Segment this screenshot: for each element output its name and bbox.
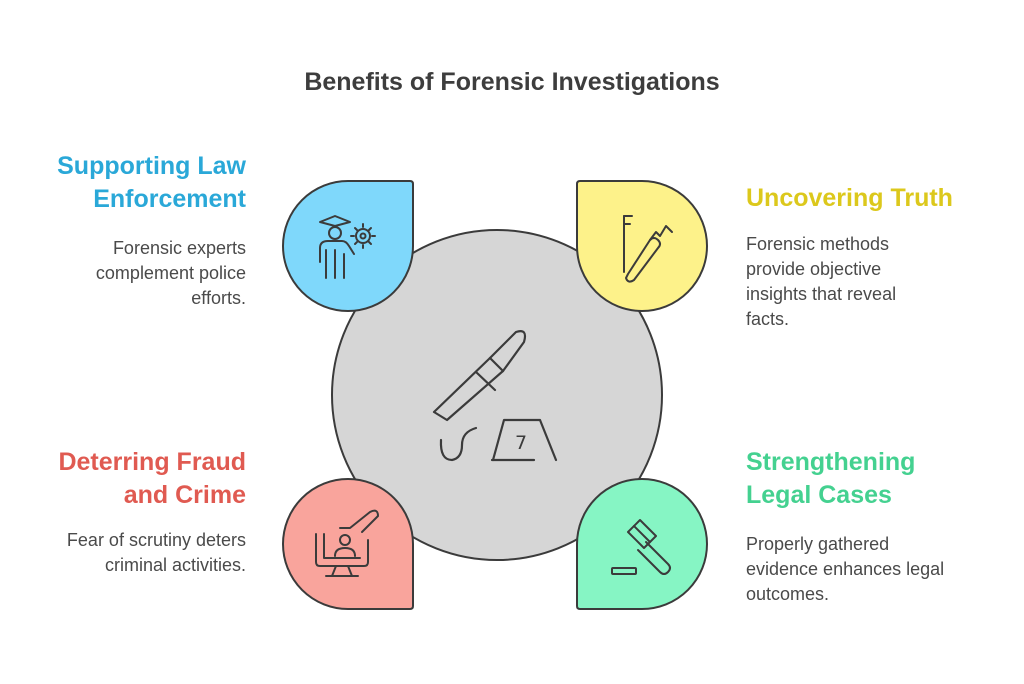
diagram-title: Benefits of Forensic Investigations — [304, 68, 720, 96]
description-line: Forensic methods — [746, 234, 890, 254]
description-line: complement police — [95, 263, 246, 283]
description-line: provide objective — [746, 259, 882, 279]
heading-line: and Crime — [123, 481, 246, 509]
monitor-surveillance-icon — [315, 509, 379, 577]
key-lock-pick-icon — [623, 215, 673, 283]
heading-line: Enforcement — [93, 185, 246, 213]
uncovering-truth-heading: Uncovering Truth — [746, 182, 953, 215]
deterring-fraud-heading: Deterring Fraud and Crime — [58, 446, 246, 512]
deterring-fraud-description: Fear of scrutiny deters criminal activit… — [67, 528, 246, 578]
evidence-marker-number: 7 — [515, 432, 527, 454]
heading-line: Supporting Law — [57, 152, 246, 180]
description-line: outcomes. — [746, 584, 830, 604]
description-line: Properly gathered — [746, 534, 890, 554]
law-enforcement-heading: Supporting Law Enforcement — [57, 150, 246, 216]
strengthening-legal-description: Properly gathered evidence enhances lega… — [746, 532, 944, 607]
description-line: criminal activities. — [104, 555, 246, 575]
description-line: efforts. — [191, 288, 246, 308]
description-line: Forensic experts — [112, 238, 246, 258]
heading-line: Legal Cases — [746, 481, 892, 509]
law-enforcement-description: Forensic experts complement police effor… — [96, 236, 246, 311]
description-line: insights that reveal — [746, 284, 897, 304]
knife-evidence-marker-icon — [432, 330, 558, 462]
center-circle — [331, 229, 663, 561]
description-line: facts. — [746, 309, 790, 329]
heading-line: Strengthening — [746, 448, 916, 476]
strengthening-legal-heading: Strengthening Legal Cases — [746, 446, 915, 512]
uncovering-truth-description: Forensic methods provide objective insig… — [746, 232, 896, 332]
gavel-icon — [611, 519, 671, 575]
uncovering-truth-shape — [576, 180, 708, 312]
description-line: Fear of scrutiny deters — [66, 530, 246, 550]
description-line: evidence enhances legal — [746, 559, 945, 579]
heading-line: Uncovering Truth — [746, 184, 953, 212]
police-officer-gear-icon — [319, 215, 376, 279]
strengthening-legal-shape — [576, 478, 708, 610]
heading-line: Deterring Fraud — [58, 448, 246, 476]
